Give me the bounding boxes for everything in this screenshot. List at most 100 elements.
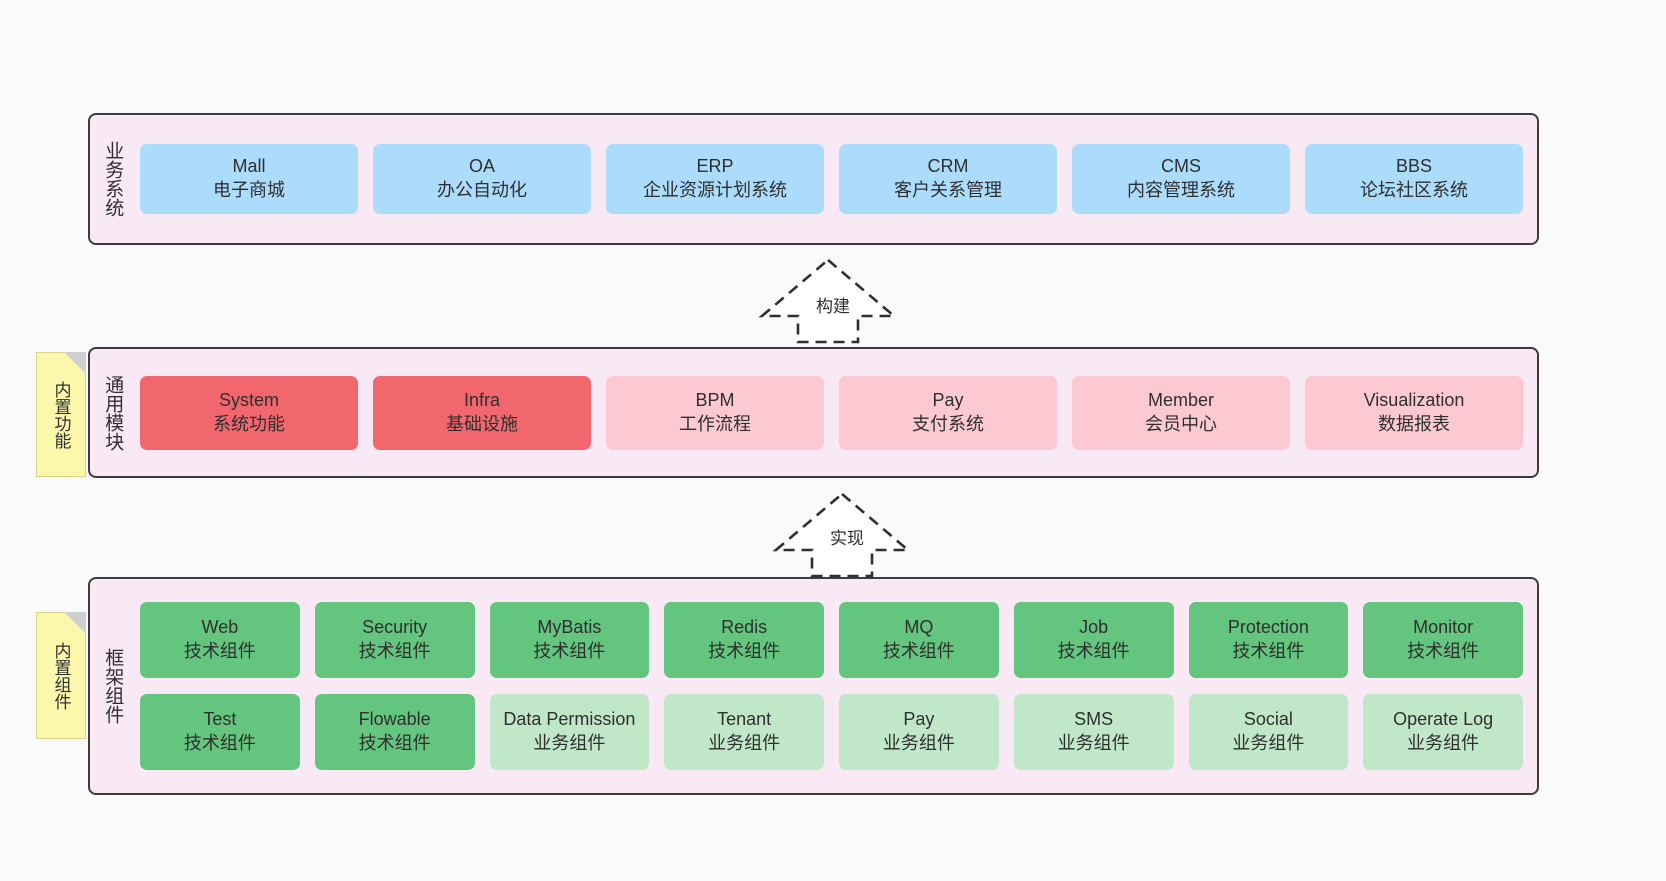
component-card-mybatis-name: MyBatis	[537, 617, 602, 638]
component-card-pay-name: Pay	[903, 709, 935, 730]
business-card-erp-desc: 企业资源计划系统	[643, 180, 787, 200]
component-card-flowable-name: Flowable	[358, 709, 431, 730]
business-card-oa-name: OA	[468, 156, 495, 177]
component-card-monitor-desc: 技术组件	[1407, 641, 1480, 661]
module-card-bpm-desc: 工作流程	[679, 413, 751, 434]
component-card-social[interactable]: Social 业务组件	[1188, 694, 1349, 770]
component-card-tenant-desc: 业务组件	[708, 733, 781, 753]
business-card-cms-desc: 内容管理系统	[1127, 180, 1235, 200]
module-card-infra-desc: 基础设施	[446, 413, 518, 434]
business-card-bbs[interactable]: BBS 论坛社区系统	[1305, 144, 1523, 214]
framework-tech-components-row: Web 技术组件 Security 技术组件 MyBatis 技术组件 Redi…	[140, 602, 1523, 678]
component-card-social-name: Social	[1243, 709, 1293, 730]
business-card-mall-desc: 电子商城	[213, 180, 285, 200]
layer-business-systems-body: Mall 电子商城 OA 办公自动化 ERP 企业资源计划系统 CRM 客户关系…	[134, 115, 1537, 243]
component-card-job[interactable]: Job 技术组件	[1013, 602, 1174, 678]
note-builtin-features: 内置功能	[36, 352, 86, 477]
component-card-social-desc: 业务组件	[1232, 733, 1305, 753]
connector-implement-arrow-icon	[772, 492, 912, 578]
component-card-redis-name: Redis	[721, 617, 768, 638]
component-card-flowable[interactable]: Flowable 技术组件	[314, 694, 475, 770]
component-card-protection-name: Protection	[1227, 617, 1309, 638]
component-card-flowable-desc: 技术组件	[358, 733, 431, 753]
module-card-visualization-desc: 数据报表	[1378, 413, 1450, 434]
layer-business-systems-label: 业务系统	[102, 141, 124, 217]
component-card-mq[interactable]: MQ 技术组件	[839, 602, 999, 678]
layer-common-modules: 通用模块 System 系统功能 Infra 基础设施 BPM 工作流程 Pay…	[88, 347, 1539, 478]
business-card-crm-name: CRM	[927, 156, 969, 177]
component-card-web-name: Web	[201, 617, 239, 638]
module-card-pay-desc: 支付系统	[912, 413, 984, 434]
component-card-sms[interactable]: SMS 业务组件	[1013, 694, 1174, 770]
module-card-member-desc: 会员中心	[1145, 413, 1217, 434]
component-card-test-name: Test	[203, 709, 237, 730]
module-card-member-name: Member	[1147, 389, 1214, 410]
module-card-system-name: System	[218, 389, 279, 410]
component-card-mybatis-desc: 技术组件	[533, 641, 606, 661]
module-card-pay[interactable]: Pay 支付系统	[839, 375, 1057, 450]
component-card-web-desc: 技术组件	[183, 641, 256, 661]
business-systems-row: Mall 电子商城 OA 办公自动化 ERP 企业资源计划系统 CRM 客户关系…	[140, 144, 1523, 214]
component-card-protection[interactable]: Protection 技术组件	[1188, 602, 1349, 678]
component-card-security[interactable]: Security 技术组件	[314, 602, 475, 678]
component-card-tenant-name: Tenant	[717, 709, 772, 730]
note-builtin-features-label: 内置功能	[51, 380, 71, 449]
module-card-infra-name: Infra	[463, 389, 501, 410]
module-card-infra[interactable]: Infra 基础设施	[373, 375, 591, 450]
component-card-operate-log[interactable]: Operate Log 业务组件	[1363, 694, 1523, 770]
business-card-cms-name: CMS	[1161, 156, 1201, 177]
layer-framework-components: 框架组件 Web 技术组件 Security 技术组件 MyBatis 技术组件…	[88, 577, 1539, 795]
component-card-security-name: Security	[362, 617, 428, 638]
module-card-member[interactable]: Member 会员中心	[1072, 375, 1290, 450]
module-card-bpm-name: BPM	[695, 389, 735, 410]
module-card-system[interactable]: System 系统功能	[140, 375, 358, 450]
module-card-visualization-name: Visualization	[1363, 389, 1465, 410]
component-card-pay-desc: 业务组件	[882, 733, 955, 753]
component-card-mq-name: MQ	[904, 617, 934, 638]
connector-build-arrow-icon	[758, 258, 898, 344]
component-card-job-name: Job	[1079, 617, 1109, 638]
business-card-crm[interactable]: CRM 客户关系管理	[839, 144, 1057, 214]
component-card-monitor-name: Monitor	[1413, 617, 1474, 638]
business-card-oa[interactable]: OA 办公自动化	[373, 144, 591, 214]
module-card-bpm[interactable]: BPM 工作流程	[606, 375, 824, 450]
component-card-operate-log-name: Operate Log	[1393, 709, 1494, 730]
component-card-web[interactable]: Web 技术组件	[140, 602, 300, 678]
component-card-mq-desc: 技术组件	[882, 641, 955, 661]
component-card-test[interactable]: Test 技术组件	[140, 694, 300, 770]
note-builtin-components-label: 内置组件	[51, 641, 71, 710]
layer-framework-components-label: 框架组件	[102, 648, 124, 724]
component-card-data-permission-desc: 业务组件	[533, 733, 606, 753]
connector-implement-label: 实现	[830, 529, 864, 548]
component-card-redis-desc: 技术组件	[708, 641, 781, 661]
component-card-monitor[interactable]: Monitor 技术组件	[1363, 602, 1523, 678]
layer-framework-components-body: Web 技术组件 Security 技术组件 MyBatis 技术组件 Redi…	[134, 579, 1537, 793]
business-card-bbs-name: BBS	[1395, 156, 1433, 177]
framework-business-components-row: Test 技术组件 Flowable 技术组件 Data Permission …	[140, 694, 1523, 770]
component-card-job-desc: 技术组件	[1057, 641, 1130, 661]
module-card-pay-name: Pay	[932, 389, 964, 410]
layer-business-systems: 业务系统 Mall 电子商城 OA 办公自动化 ERP 企业资源计划系统 CRM…	[88, 113, 1539, 245]
business-card-crm-desc: 客户关系管理	[894, 180, 1002, 200]
component-card-redis[interactable]: Redis 技术组件	[664, 602, 824, 678]
component-card-sms-desc: 业务组件	[1057, 733, 1130, 753]
module-card-visualization[interactable]: Visualization 数据报表	[1305, 375, 1523, 450]
layer-common-modules-label: 通用模块	[102, 374, 124, 451]
component-card-pay[interactable]: Pay 业务组件	[839, 694, 999, 770]
business-card-mall-name: Mall	[232, 156, 266, 177]
component-card-test-desc: 技术组件	[183, 733, 256, 753]
business-card-erp[interactable]: ERP 企业资源计划系统	[606, 144, 824, 214]
business-card-cms[interactable]: CMS 内容管理系统	[1072, 144, 1290, 214]
business-card-mall[interactable]: Mall 电子商城	[140, 144, 358, 214]
common-modules-row: System 系统功能 Infra 基础设施 BPM 工作流程 Pay 支付系统…	[140, 375, 1523, 450]
layer-common-modules-body: System 系统功能 Infra 基础设施 BPM 工作流程 Pay 支付系统…	[134, 349, 1537, 476]
note-builtin-components: 内置组件	[36, 612, 86, 739]
business-card-oa-desc: 办公自动化	[437, 180, 527, 200]
component-card-tenant[interactable]: Tenant 业务组件	[664, 694, 824, 770]
component-card-protection-desc: 技术组件	[1232, 641, 1305, 661]
component-card-data-permission[interactable]: Data Permission 业务组件	[489, 694, 650, 770]
business-card-erp-name: ERP	[696, 156, 734, 177]
component-card-operate-log-desc: 业务组件	[1407, 733, 1480, 753]
component-card-mybatis[interactable]: MyBatis 技术组件	[489, 602, 650, 678]
